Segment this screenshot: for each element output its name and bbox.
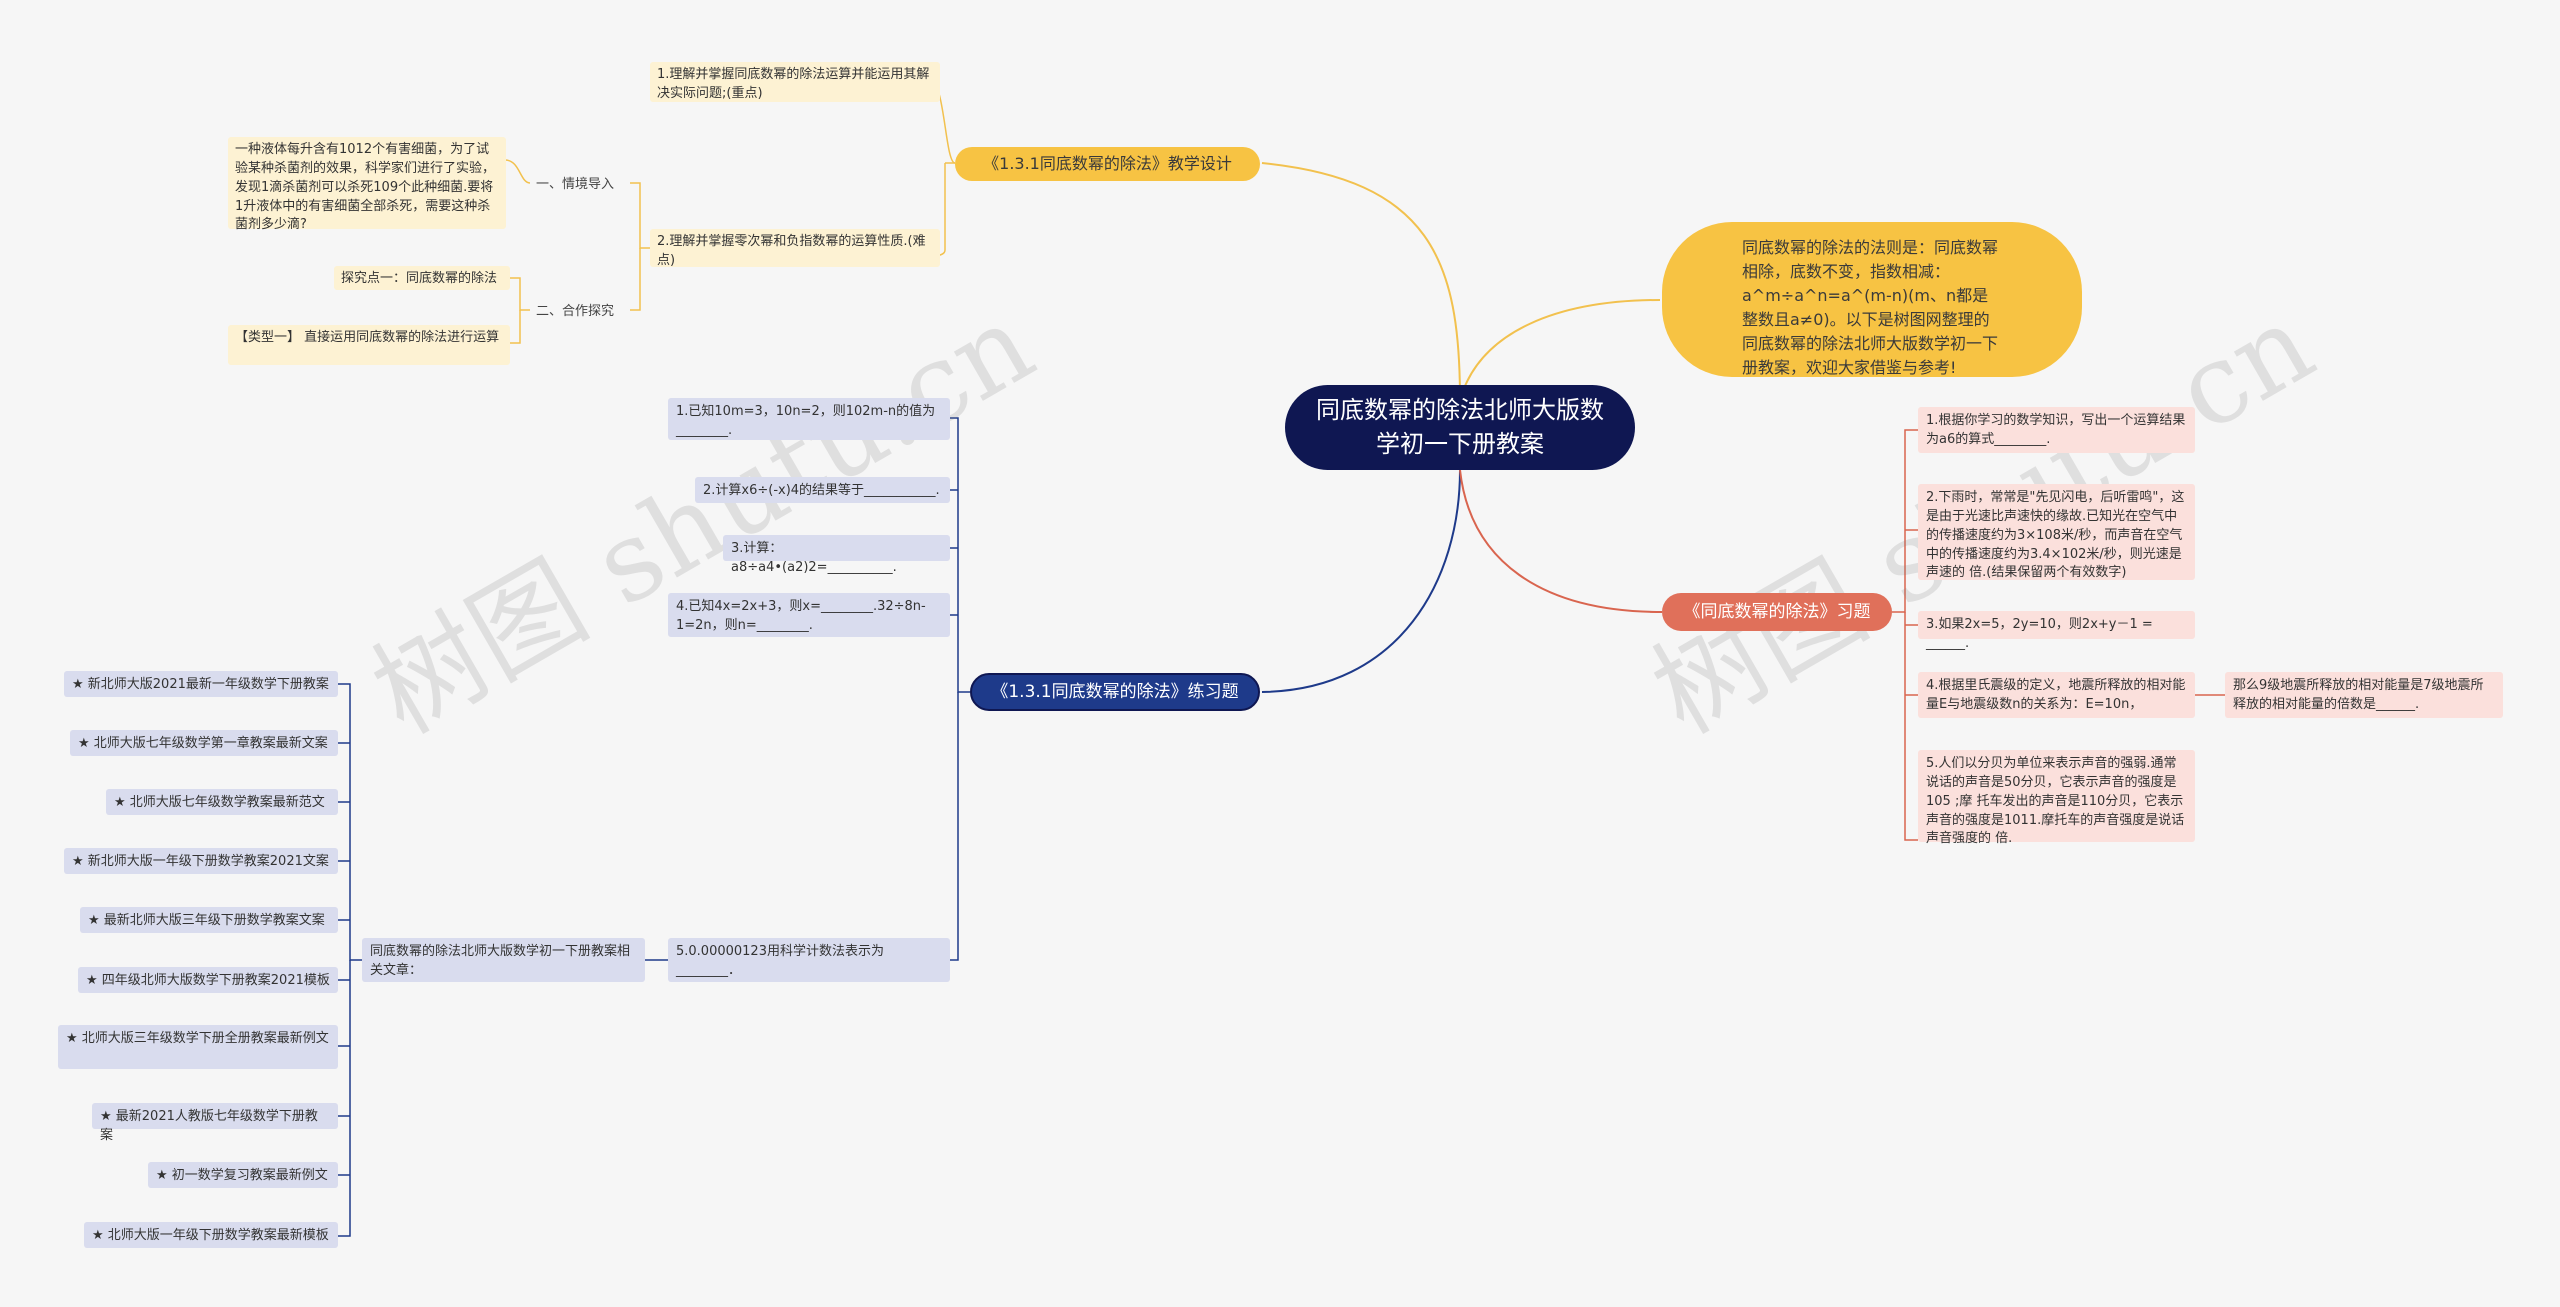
exercise-4-answer[interactable]: 那么9级地震所释放的相对能量是7级地震所释放的相对能量的倍数是______. — [2225, 672, 2503, 718]
related-article-item[interactable]: ★ 新北师大版2021最新一年级数学下册教案 — [64, 671, 338, 697]
related-article-item[interactable]: ★ 北师大版一年级下册数学教案最新模板 — [84, 1222, 338, 1248]
exercise-3[interactable]: 3.如果2x=5，2y=10，则2x+y－1 = ______. — [1918, 611, 2195, 651]
related-article-item[interactable]: ★ 初一数学复习教案最新例文 — [148, 1162, 338, 1188]
explore-point-1[interactable]: 探究点一：同底数幂的除法 — [334, 266, 510, 290]
related-article-item[interactable]: ★ 四年级北师大版数学下册教案2021模板 — [78, 967, 338, 993]
design-goal-1[interactable]: 1.理解并掌握同底数幂的除法运算并能运用其解决实际问题;(重点) — [650, 62, 940, 102]
related-article-item[interactable]: ★ 新北师大版一年级下册数学教案2021文案 — [64, 848, 338, 874]
related-article-item[interactable]: ★ 北师大版七年级数学教案最新范文 — [106, 789, 338, 815]
practice-q2[interactable]: 2.计算x6÷(-x)4的结果等于___________. — [695, 477, 950, 503]
step-cooperative-explore[interactable]: 二、合作探究 — [536, 304, 615, 319]
design-goal-2[interactable]: 2.理解并掌握零次幂和负指数幂的运算性质.(难点) — [650, 229, 940, 268]
exercise-1[interactable]: 1.根据你学习的数学知识，写出一个运算结果为a6的算式________. — [1918, 407, 2195, 453]
related-article-item[interactable]: ★ 最新北师大版三年级下册数学教案文案 — [80, 907, 338, 933]
related-article-item[interactable]: ★ 北师大版七年级数学第一章教案最新文案 — [70, 730, 338, 756]
exercise-5[interactable]: 5.人们以分贝为单位来表示声音的强弱.通常说话的声音是50分贝，它表示声音的强度… — [1918, 750, 2195, 846]
related-article-item[interactable]: ★ 北师大版三年级数学下册全册教案最新例文 — [58, 1025, 338, 1069]
exercise-2[interactable]: 2.下雨时，常常是"先见闪电，后听雷鸣"，这是由于光速比声速快的缘故.已知光在空… — [1918, 484, 2195, 580]
related-articles-label[interactable]: 同底数幂的除法北师大版数学初一下册教案相关文章： — [362, 938, 645, 982]
step-situation-intro[interactable]: 一、情境导入 — [536, 177, 615, 192]
step-situation-text[interactable]: 一种液体每升含有1012个有害细菌，为了试验某种杀菌剂的效果，科学家们进行了实验… — [228, 137, 506, 232]
branch-practice[interactable]: 《1.3.1同底数幂的除法》练习题 — [970, 673, 1260, 711]
related-article-item[interactable]: ★ 最新2021人教版七年级数学下册教案 — [92, 1103, 338, 1143]
root-topic[interactable]: 同底数幂的除法北师大版数学初一下册教案 — [1285, 385, 1635, 470]
explore-type-1[interactable]: 【类型一】 直接运用同底数幂的除法进行运算 — [228, 325, 510, 365]
branch-teaching-design[interactable]: 《1.3.1同底数幂的除法》教学设计 — [955, 147, 1260, 181]
practice-q5[interactable]: 5.0.00000123用科学计数法表示为________． — [668, 938, 950, 982]
practice-q1[interactable]: 1.已知10m=3，10n=2，则102m-n的值为________. — [668, 398, 950, 440]
practice-q4[interactable]: 4.已知4x=2x+3，则x=________.32÷8n-1=2n，则n=__… — [668, 593, 950, 637]
exercise-4[interactable]: 4.根据里氏震级的定义，地震所释放的相对能量E与地震级数n的关系为：E=10n， — [1918, 672, 2195, 718]
branch-exercises[interactable]: 《同底数幂的除法》习题 — [1662, 593, 1892, 631]
practice-q3[interactable]: 3.计算：a8÷a4•(a2)2=__________. — [723, 535, 950, 575]
summary-node[interactable]: 同底数幂的除法的法则是：同底数幂相除，底数不变，指数相减： a^m÷a^n=a^… — [1662, 222, 2082, 377]
